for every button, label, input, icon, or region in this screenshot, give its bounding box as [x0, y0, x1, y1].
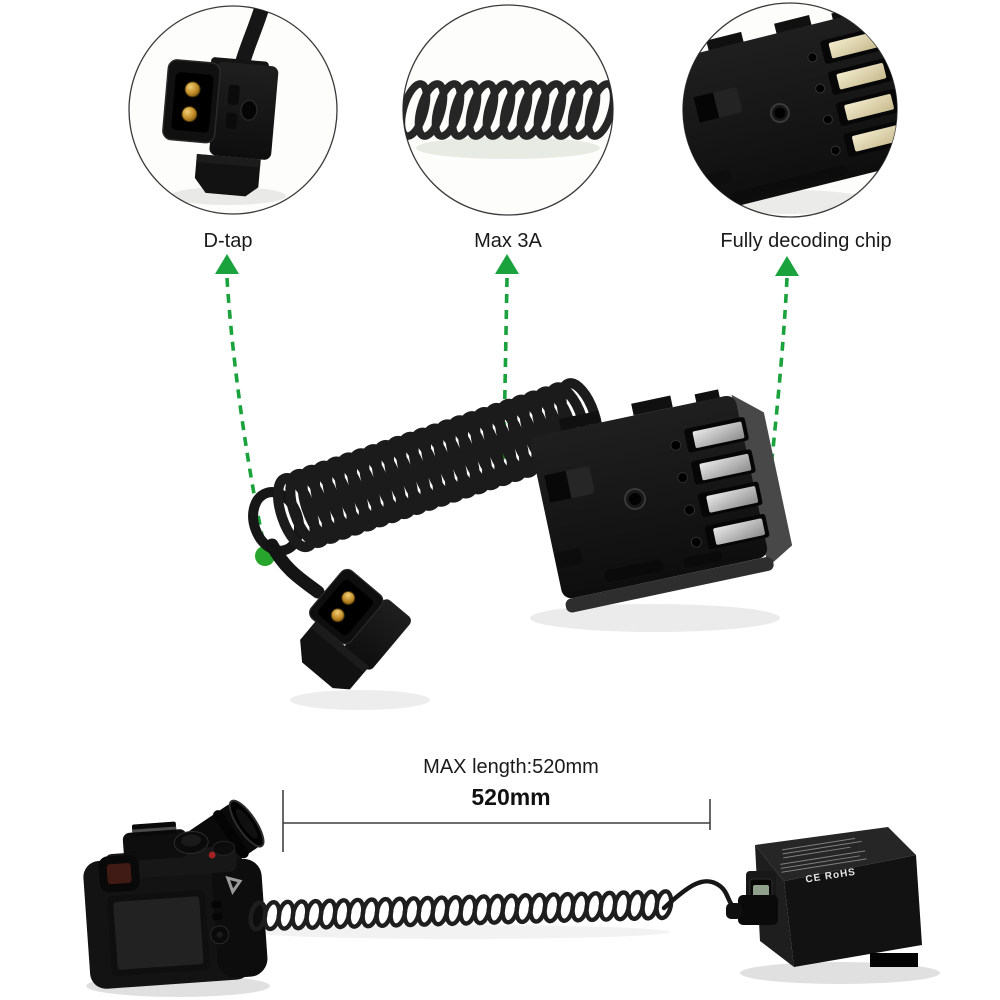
max-length-note: MAX length:520mm — [423, 756, 599, 778]
shadow — [170, 187, 286, 205]
detail-circle-chip — [682, 2, 898, 218]
record-button — [208, 851, 216, 859]
battery-contacts — [670, 417, 770, 550]
callout-label-max3a: Max 3A — [474, 230, 542, 252]
strap-lug — [225, 875, 243, 895]
detail-circle-dtap — [128, 5, 338, 215]
arrow-up-icon — [495, 254, 519, 274]
callout-label-dtap: D-tap — [203, 230, 253, 252]
main-dtap-connector — [300, 568, 411, 690]
callout-arrows — [215, 254, 799, 276]
cable-segment — [265, 538, 325, 599]
viewfinder-hump — [122, 829, 188, 861]
shadow — [290, 690, 430, 710]
dtap-connector-icon — [162, 57, 279, 197]
camera-grip — [211, 858, 268, 978]
dimension-line — [282, 790, 711, 852]
pack-front-face — [784, 855, 922, 967]
pack-dtap-plug — [738, 895, 778, 925]
thin-wire — [661, 879, 737, 911]
shadow — [740, 962, 940, 984]
battery-pack: CE RoHS — [726, 827, 940, 984]
dimension-value: 520mm — [471, 784, 551, 810]
dash-line-dtap — [225, 277, 265, 541]
dummy-battery-detail-icon — [683, 8, 897, 213]
callout-label-chip: Fully decoding chip — [720, 230, 892, 252]
main-dummy-battery — [530, 389, 793, 613]
camera — [83, 799, 270, 997]
stretched-coil-cable — [248, 890, 674, 931]
shadow — [530, 604, 780, 632]
main-product — [248, 377, 793, 710]
battery-contacts — [807, 26, 897, 157]
arrow-up-icon — [775, 256, 799, 276]
detail-circle-coil — [402, 4, 614, 216]
arrow-up-icon — [215, 254, 239, 274]
main-coiled-cable — [248, 379, 605, 561]
pack-top-face — [755, 827, 916, 881]
shadow — [416, 137, 600, 159]
